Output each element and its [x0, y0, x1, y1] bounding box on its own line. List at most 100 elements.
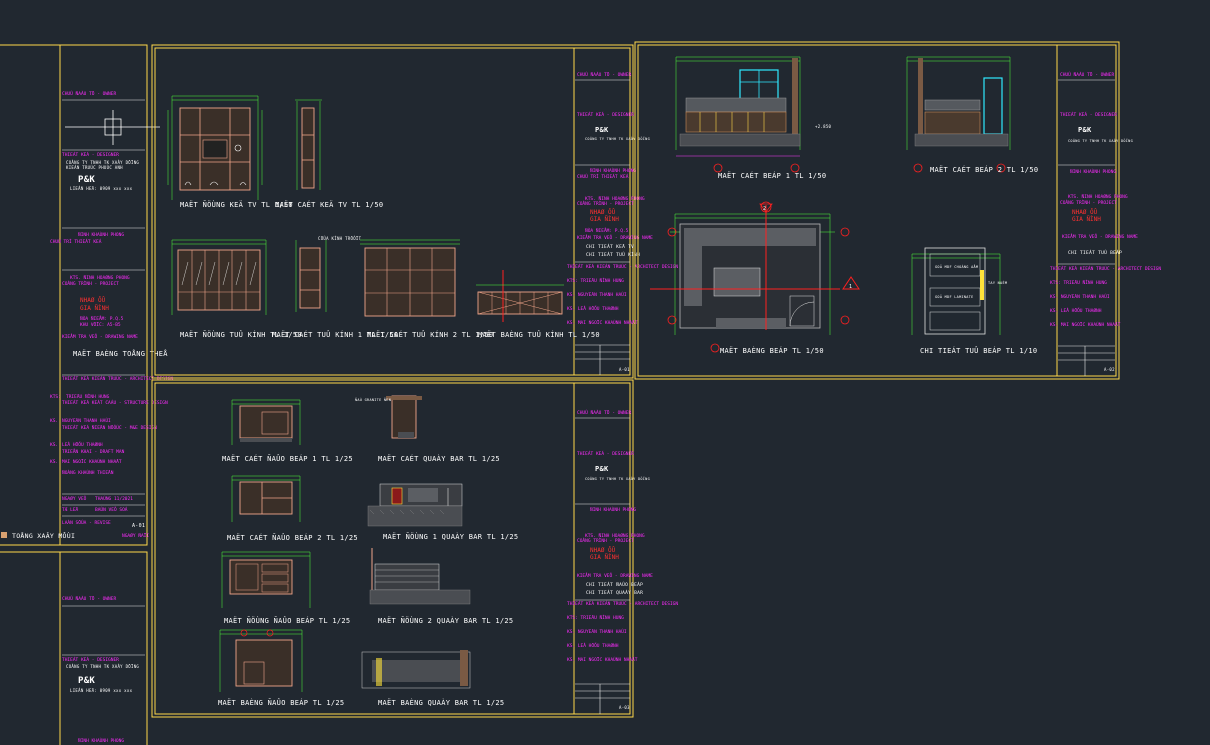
island-elevation[interactable]: [221, 551, 311, 608]
svg-text:KS. NGUYEÃN THANH HAÛI: KS. NGUYEÃN THANH HAÛI: [1050, 293, 1110, 300]
person-name-3: NGUYEÃN THANH HAÛI: [62, 417, 111, 424]
svg-text:COÂNG TRÌNH - PROJECT: COÂNG TRÌNH - PROJECT: [577, 537, 634, 544]
tb-c-project-1: NHAØ ÔÛ: [590, 547, 616, 554]
tb-a-sheet-no: A-01: [619, 367, 630, 372]
left-sheet: CHUÛ ÑAÀU TÖ - OWNER THIEÁT KEÁ - DESIGN…: [0, 44, 173, 745]
title-block-a: CHUÛ ÑAÀU TÖ - OWNER THIEÁT KEÁ - DESIGN…: [567, 71, 678, 375]
company-line-1b: COÂNG TY TNHH TK XAÂY DÖÏNG: [66, 664, 139, 669]
svg-text:THIEÁT KEÁ KIEÁN TRUÙC - ARCHI: THIEÁT KEÁ KIEÁN TRUÙC - ARCHITECT DESIG…: [567, 600, 678, 607]
kitchen-section-1[interactable]: +2.850: [675, 56, 832, 173]
kts-line-2: COÂNG TRÌNH - PROJECT: [62, 280, 119, 287]
island-section-2[interactable]: [231, 475, 301, 522]
glass-cabinet-section-2[interactable]: [360, 239, 460, 317]
panel-c-title-5: MAËT ÑÖÙNG ÑAÛO BEÁP TL 1/25: [224, 616, 350, 625]
owner-label: CHUÛ ÑAÀU TÖ - OWNER: [62, 90, 116, 97]
kitchen-section-2[interactable]: [906, 56, 1011, 173]
person-role-5: KS.: [50, 442, 58, 448]
date-value: THAÙNG 11/2021: [95, 495, 133, 502]
layout-tab-icon[interactable]: [1, 532, 7, 538]
glass-cabinet-section-1[interactable]: CÖÛA KÍNH TRÖÔÏT: [295, 236, 362, 312]
svg-text:CHUÛ ÑAÀU TÖ - OWNER: CHUÛ ÑAÀU TÖ - OWNER: [577, 409, 631, 416]
tb-b-project-2: GIA ÑÌNH: [1072, 216, 1101, 223]
drawing-title: MAËT BAÈNG TOÅNG THEÅ: [73, 349, 168, 358]
manager-name: ÑINH KHAÙNH PHONG: [78, 231, 124, 238]
office-line-2: LIEÂN HEÄ: 0909 xxx xxx: [70, 688, 133, 693]
svg-text:THIEÁT KEÁ KIEÁN TRUÙC - ARCHI: THIEÁT KEÁ KIEÁN TRUÙC - ARCHITECT DESIG…: [567, 263, 678, 270]
grid-marker-1: 1: [849, 284, 852, 290]
designer-label: THIEÁT KEÁ - DESIGNER: [62, 151, 119, 158]
kitchen-cabinet-detail[interactable]: GOÃ MDF CHOÁNG AÅM GOÃ MDF LAMINATE TAY …: [911, 247, 1007, 335]
tb-a-drawing-1: CHI TIEÁT KEÄ TV: [586, 243, 634, 250]
panel-b-title-1: MAËT CAÉT BEÁP 1 TL 1/50: [718, 171, 826, 180]
panel-c-title-8: MAËT BAÈNG QUAÀY BAR TL 1/25: [378, 698, 504, 707]
panel-c-title-3: MAËT CAÉT ÑAÛO BEÁP 2 TL 1/25: [227, 533, 358, 542]
bar-section[interactable]: ÑAÙ GRANITE ÑEN: [355, 395, 422, 439]
tv-shelf-section[interactable]: [295, 99, 322, 190]
tb-a-project-2: GIA ÑÌNH: [590, 216, 619, 223]
arch-design-label: THIEÁT KEÁ KIEÁN TRUÙC - ARCHITECT DESIG…: [62, 375, 173, 382]
person-name-7: MAI NGOÏC KHAÙNH NHAÄT: [62, 458, 122, 465]
panel-b-title-3: MAËT BAÈNG BEÁP TL 1/50: [720, 346, 824, 355]
project-name-2: GIA ÑÌNH: [80, 305, 109, 312]
panel-c-title-4: MAËT ÑÖÙNG 1 QUAÀY BAR TL 1/25: [383, 532, 518, 541]
tb-a-project-1: NHAØ ÔÛ: [590, 209, 616, 216]
panel-a-title-6: MAËT BAÈNG TUÛ KÍNH TL 1/50: [478, 330, 600, 339]
tb-b-sheet-no: A-02: [1104, 367, 1115, 372]
person-name-5: LEÂ HÖÕU THAØNH: [62, 441, 103, 448]
svg-text:P&K: P&K: [595, 126, 609, 134]
svg-text:KS. LEÂ HÖÕU THAØNH: KS. LEÂ HÖÕU THAØNH: [567, 305, 619, 312]
glass-cabinet-elevation[interactable]: [171, 239, 267, 315]
tb-a-drawing-2: CHI TIEÁT TUÛ KÍNH: [586, 250, 640, 258]
svg-text:P&K: P&K: [595, 465, 609, 473]
tb-c-project-2: GIA ÑÌNH: [590, 554, 619, 561]
model-layout-tab[interactable]: TOÅNG XAÂY MÔÙI: [12, 531, 75, 540]
island-plan[interactable]: [219, 629, 303, 692]
person-role-3: KS.: [50, 418, 58, 424]
svg-text:ÑINH KHAÙNH PHONG: ÑINH KHAÙNH PHONG: [590, 167, 636, 174]
svg-text:KTS: TRIEÄU ÑÌNH HUNG: KTS: TRIEÄU ÑÌNH HUNG: [567, 277, 624, 284]
svg-text:P&K: P&K: [1078, 126, 1092, 134]
person-name-8: ÑOÀNG KHAÙNH THIEÄN: [62, 469, 114, 476]
svg-text:KS. MAI NGOÏC KHAÙNH NHAÄT: KS. MAI NGOÏC KHAÙNH NHAÄT: [567, 656, 638, 663]
chief-label: CHUÛ TRÌ THIEÁT KEÁ: [50, 238, 102, 245]
bar-plan[interactable]: [361, 650, 471, 689]
tb-c-drawing-1: CHI TIEÁT ÑAÛO BEÁP: [586, 581, 643, 588]
sheet-number-label: BAÛN VEÕ SOÁ: [95, 506, 128, 513]
panel-a-title-2: MAËT CAÉT KEÄ TV TL 1/50: [275, 200, 383, 209]
svg-text:COÂNG TY TNHH TK XAÂY DÖÏNG: COÂNG TY TNHH TK XAÂY DÖÏNG: [585, 136, 650, 141]
svg-text:GOÃ MDF CHOÁNG AÅM: GOÃ MDF CHOÁNG AÅM: [935, 264, 978, 269]
panel-kitchen: +2.850 MAËT CAÉT BEÁP 1 TL 1/50 MAËT CAÉ…: [634, 41, 1161, 380]
revision-no: NGAØY ÑAÏI: [122, 532, 149, 539]
tb-c-drawing-2: CHI TIEÁT QUAÀY BAR: [586, 589, 643, 596]
svg-text:ÑINH KHAÙNH PHONG: ÑINH KHAÙNH PHONG: [590, 506, 636, 513]
svg-text:COÂNG TRÌNH - PROJECT: COÂNG TRÌNH - PROJECT: [1060, 199, 1117, 206]
section-note: CÖÛA KÍNH TRÖÔÏT: [318, 236, 362, 241]
panel-c-title-7: MAËT BAÈNG ÑAÛO BEÁP TL 1/25: [218, 698, 344, 707]
person-role-6: TRIEÅN KHAI - DRAFT MAN: [62, 448, 125, 455]
svg-text:CHUÛ ÑAÀU TÖ - OWNER: CHUÛ ÑAÀU TÖ - OWNER: [1060, 71, 1114, 78]
kts-line-1: KTS. ÑINH HOAØNG PHONG: [70, 274, 130, 281]
kitchen-plan[interactable]: 2 1: [650, 201, 860, 353]
bar-elevation-2[interactable]: [369, 548, 471, 605]
date-label: NGAØY VEÕ: [62, 495, 87, 502]
svg-text:KTS. ÑINH HOAØNG PHONG: KTS. ÑINH HOAØNG PHONG: [585, 195, 645, 202]
panel-c-title-2: MAËT CAÉT QUAÀY BAR TL 1/25: [378, 454, 500, 463]
office-line: LIEÂN HEÄ: 0909 xxx xxx: [70, 186, 133, 191]
glass-cabinet-plan[interactable]: [476, 270, 564, 322]
tv-shelf-elevation[interactable]: [167, 95, 263, 200]
svg-text:KIEÅM TRA VEÕ - DRAWING NAME: KIEÅM TRA VEÕ - DRAWING NAME: [577, 234, 653, 241]
svg-text:KS. LEÂ HÖÕU THAØNH: KS. LEÂ HÖÕU THAØNH: [567, 642, 619, 649]
svg-text:THIEÁT KEÁ - DESIGNER: THIEÁT KEÁ - DESIGNER: [577, 450, 634, 457]
panel-c-title-6: MAËT ÑÖÙNG 2 QUAÀY BAR TL 1/25: [378, 616, 513, 625]
bar-elevation-1[interactable]: [367, 483, 463, 527]
title-block-b: CHUÛ ÑAÀU TÖ - OWNER THIEÁT KEÁ - DESIGN…: [1050, 71, 1161, 376]
svg-text:KS. NGUYEÃN THANH HAÛI: KS. NGUYEÃN THANH HAÛI: [567, 291, 627, 298]
person-name-1: TRIEÄU ÑÌNH HUNG: [66, 393, 110, 400]
island-section-1[interactable]: [231, 399, 301, 445]
svg-text:+2.850: +2.850: [815, 124, 832, 129]
svg-text:TAY NAÉM: TAY NAÉM: [988, 280, 1007, 285]
address-2: KHU VÖÏC: A5-B5: [80, 321, 121, 328]
svg-text:KS. MAI NGOÏC KHAÙNH NHAÄT: KS. MAI NGOÏC KHAÙNH NHAÄT: [1050, 321, 1121, 328]
panel-b-title-4: CHI TIEÁT TUÛ BEÁP TL 1/10: [920, 346, 1037, 355]
